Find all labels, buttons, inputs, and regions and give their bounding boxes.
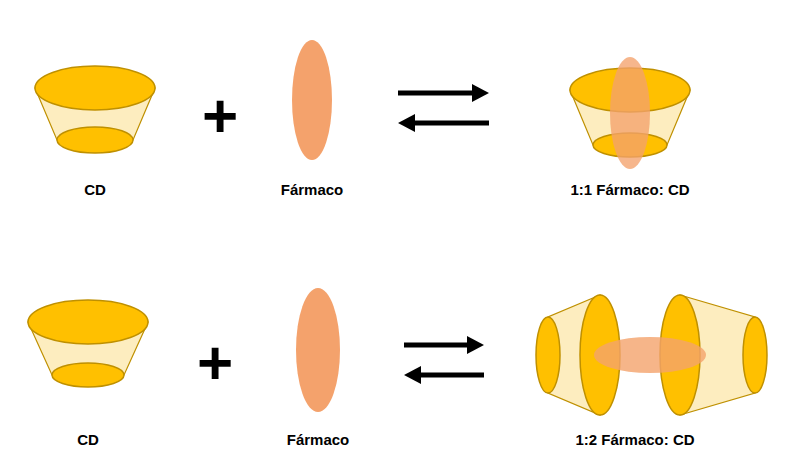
node-label: Fármaco xyxy=(232,180,392,200)
cyclodextrin-narrow-rim xyxy=(743,317,767,393)
shape-outline xyxy=(238,280,398,450)
equilibrium-arrow xyxy=(404,336,484,384)
complex-node: 1:1 Fármaco: CD xyxy=(495,55,765,200)
node-label: 1:2 Fármaco: CD xyxy=(490,430,780,450)
cyclodextrin-narrow-rim xyxy=(52,363,124,387)
arrow-shaft xyxy=(413,121,489,126)
shape-group xyxy=(570,57,690,169)
cyclodextrin-narrow-rim xyxy=(57,127,133,153)
drug-node: Fármaco xyxy=(238,280,398,450)
cyclodextrin-narrow-rim xyxy=(536,317,560,393)
plus-sign: + xyxy=(202,85,238,147)
arrow-head xyxy=(398,114,415,132)
node-label: CD xyxy=(25,180,165,200)
equilibrium-arrow xyxy=(398,84,489,132)
node-label: CD xyxy=(18,430,158,450)
shape-group xyxy=(296,288,340,412)
node-label: 1:1 Fármaco: CD xyxy=(495,180,765,200)
plus-sign: + xyxy=(197,332,233,394)
cyclodextrin-wide-rim xyxy=(28,300,148,344)
arrow-head xyxy=(472,84,489,102)
drug-molecule xyxy=(296,288,340,412)
cyclodextrin-wide-rim xyxy=(35,66,155,110)
complex-node: 1:2 Fármaco: CD xyxy=(490,290,780,450)
shape-group xyxy=(292,40,332,160)
arrow-head xyxy=(404,366,421,384)
cyclodextrin-node: CD xyxy=(18,290,158,450)
drug-molecule xyxy=(610,57,650,169)
shape-outline xyxy=(18,290,158,450)
node-label: Fármaco xyxy=(238,430,398,450)
shape-outline xyxy=(25,55,165,200)
drug-molecule xyxy=(594,337,706,373)
shape-outline xyxy=(490,290,780,450)
drug-molecule xyxy=(292,40,332,160)
shape-group xyxy=(35,66,155,153)
drug-node: Fármaco xyxy=(232,35,392,200)
cyclodextrin-node: CD xyxy=(25,55,165,200)
shape-group xyxy=(28,300,148,387)
shape-outline xyxy=(495,55,765,200)
arrow-head xyxy=(467,336,484,354)
shape-outline xyxy=(232,35,392,200)
arrow-shaft xyxy=(419,373,484,378)
arrow-shaft xyxy=(404,343,469,348)
shape-group xyxy=(536,295,767,415)
arrow-shaft xyxy=(398,91,474,96)
